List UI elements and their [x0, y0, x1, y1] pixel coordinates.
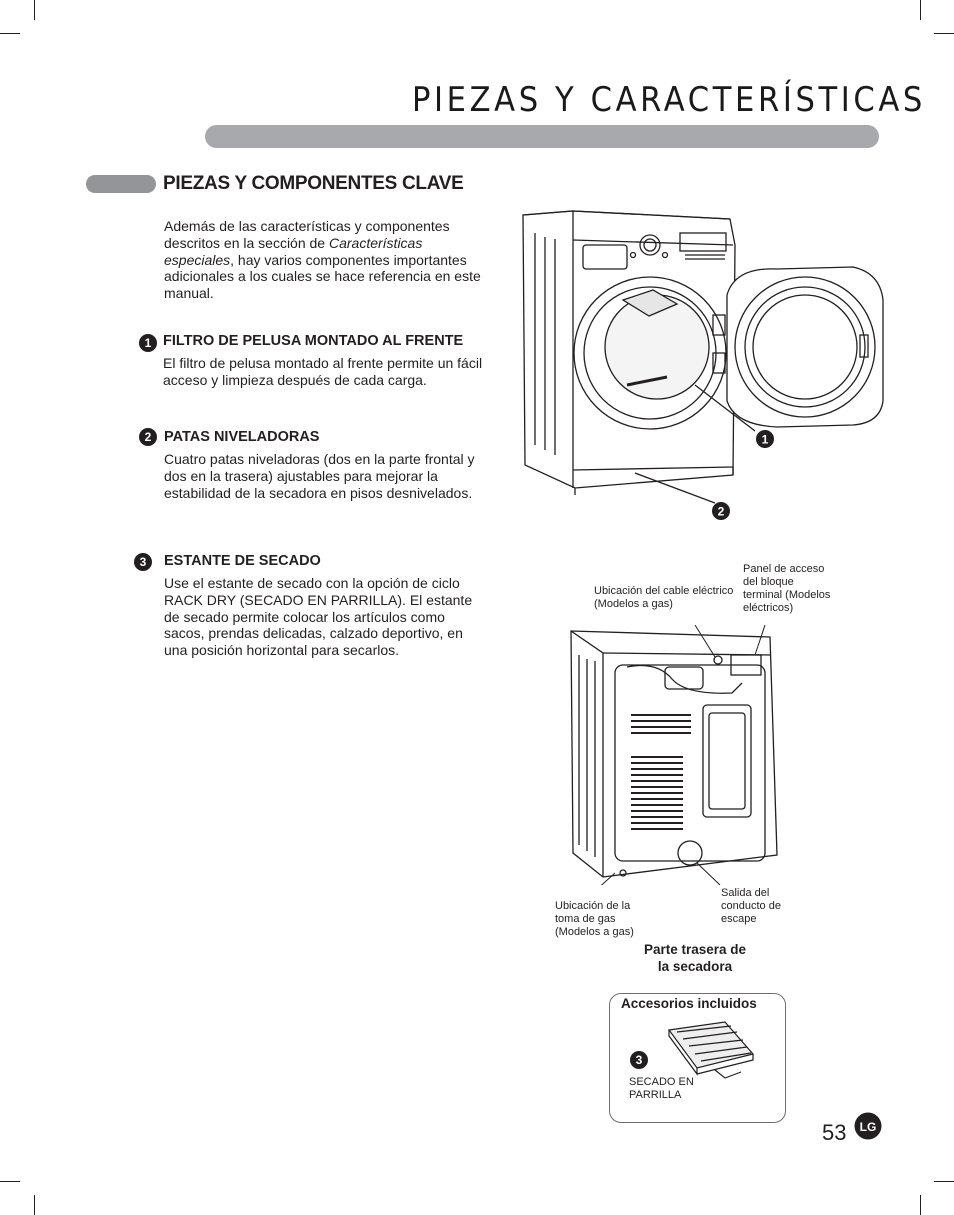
- crop-mark: [34, 0, 35, 20]
- lg-logo: LG: [854, 1112, 882, 1140]
- title-bar: [205, 125, 879, 148]
- callout-badge-1: [756, 430, 774, 448]
- rear-caption-line-2: la secadora: [657, 959, 733, 974]
- rear-caption-line-1: Parte trasera de: [643, 942, 747, 957]
- label-gas-inlet: Ubicación de la toma de gas (Modelos a g…: [555, 900, 634, 938]
- drying-rack-illustration: [667, 1021, 755, 1079]
- intro-italic: Características especiales: [164, 234, 423, 268]
- crop-mark: [0, 1181, 20, 1182]
- label-terminal-panel: Panel de acceso del bloque terminal (Mod…: [743, 563, 831, 614]
- label-power-cable: Ubicación del cable eléctrico (Modelos a…: [594, 585, 734, 610]
- crop-mark: [0, 33, 20, 34]
- crop-mark: [934, 33, 954, 34]
- intro-text: Además de las características y componen…: [164, 218, 450, 251]
- page-title: PIEZAS Y CARACTERÍSTICAS: [412, 80, 926, 120]
- dryer-front-illustration: 1 2: [522, 210, 884, 520]
- item-number-badge: 2: [139, 428, 157, 446]
- crop-mark: [920, 1195, 921, 1215]
- accessory-label: SECADO EN PARRILLA: [629, 1076, 694, 1101]
- lg-logo-text: LG: [860, 1120, 877, 1134]
- item-body: Cuatro patas niveladoras (dos en la part…: [164, 451, 475, 501]
- section-heading: PIEZAS Y COMPONENTES CLAVE: [163, 173, 464, 194]
- callout-number-1: 1: [762, 433, 769, 447]
- page-number: 53: [822, 1120, 847, 1145]
- accessories-title: Accesorios incluidos: [621, 996, 757, 1011]
- item-number-badge: 3: [134, 553, 152, 571]
- callout-badge-2: [712, 502, 730, 520]
- intro-text-end: , hay varios componentes importantes adi…: [164, 251, 481, 302]
- crop-mark: [920, 0, 921, 20]
- callout-number-2: 2: [718, 505, 725, 519]
- label-exhaust-outlet: Salida del conducto de escape: [721, 887, 781, 925]
- section-pill: [86, 175, 156, 193]
- item-body: El filtro de pelusa montado al frente pe…: [163, 355, 483, 388]
- item-heading: PATAS NIVELADORAS: [164, 429, 320, 445]
- intro-paragraph: Además de las características y componen…: [164, 218, 494, 302]
- accessories-box: [609, 993, 786, 1123]
- crop-mark: [934, 1181, 954, 1182]
- accessory-number-badge: 3: [630, 1051, 648, 1069]
- item-heading: ESTANTE DE SECADO: [164, 553, 321, 569]
- item-heading: FILTRO DE PELUSA MONTADO AL FRENTE: [163, 333, 464, 349]
- dryer-rear-illustration: [570, 625, 778, 885]
- item-number-badge: 1: [139, 334, 157, 352]
- rear-caption: Parte trasera de la secadora: [625, 941, 765, 975]
- crop-mark: [34, 1195, 35, 1215]
- item-body: Use el estante de secado con la opción d…: [164, 575, 473, 659]
